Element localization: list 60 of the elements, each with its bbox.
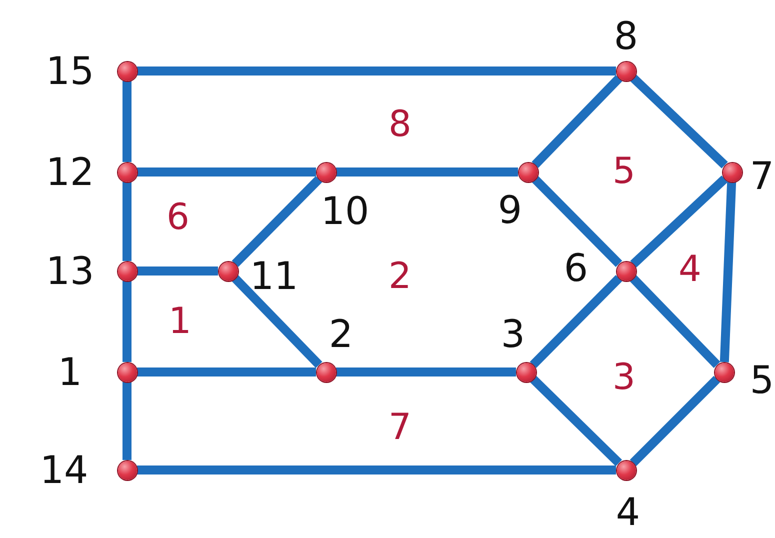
- vertex-dot: [518, 162, 538, 182]
- graph-edge: [630, 376, 720, 466]
- face-number: 2: [388, 259, 412, 295]
- vertex-number: 15: [46, 52, 94, 90]
- graph-edge: [122, 281, 132, 362]
- vertex-number: 11: [250, 257, 298, 295]
- vertex-number: 8: [614, 17, 638, 55]
- vertex-number: 12: [46, 153, 94, 191]
- vertex-dot: [118, 262, 136, 280]
- graph-edge: [336, 168, 518, 176]
- vertex-dot: [714, 362, 734, 382]
- graph-edge: [122, 382, 132, 460]
- graph-edge: [630, 74, 728, 168]
- face-number: 4: [678, 252, 702, 288]
- vertex-dot: [218, 262, 238, 280]
- vertex-number: 6: [564, 249, 588, 287]
- graph-edge: [530, 376, 622, 466]
- graph-edge: [137, 466, 616, 474]
- vertex-number: 2: [328, 315, 354, 353]
- vertex-dot: [722, 162, 742, 182]
- vertex-number: 5: [750, 361, 774, 399]
- vertex-number: 14: [40, 451, 88, 489]
- face-number: 6: [166, 200, 190, 236]
- graph-edge: [232, 176, 322, 268]
- graph-edge: [122, 81, 132, 162]
- graph-edge: [530, 274, 622, 368]
- graph-edge: [122, 182, 132, 261]
- vertex-dot: [118, 362, 136, 382]
- graph-edge: [137, 266, 218, 276]
- face-number: 1: [168, 304, 192, 340]
- vertex-number: 13: [46, 252, 94, 290]
- graph-edge: [532, 176, 622, 268]
- vertex-dot: [118, 162, 136, 182]
- graph-edge: [137, 368, 316, 376]
- vertex-dot: [616, 262, 636, 280]
- graph-edge: [137, 168, 316, 176]
- graph-edge: [336, 368, 516, 376]
- graph-edge: [232, 275, 322, 368]
- vertex-dot: [316, 362, 336, 382]
- face-number: 3: [612, 360, 636, 396]
- vertex-dot: [118, 460, 136, 480]
- vertex-dot: [118, 62, 136, 80]
- vertex-dot: [516, 362, 536, 382]
- vertex-dot: [616, 62, 636, 80]
- graph-edge: [630, 275, 720, 368]
- graph-edge: [630, 176, 728, 268]
- vertex-dot: [616, 460, 636, 480]
- face-number: 7: [388, 410, 412, 446]
- vertex-number: 9: [498, 191, 522, 229]
- graph-edge: [720, 182, 736, 362]
- vertex-number: 10: [320, 192, 370, 230]
- face-number: 5: [612, 154, 636, 190]
- vertex-number: 1: [58, 353, 82, 391]
- vertex-number: 7: [750, 157, 774, 195]
- vertex-number: 4: [616, 493, 640, 531]
- vertex-number: 3: [500, 315, 526, 353]
- graph-edge: [137, 66, 616, 76]
- face-number: 8: [388, 107, 412, 143]
- vertex-dot: [316, 162, 336, 182]
- graph-edge: [532, 75, 622, 168]
